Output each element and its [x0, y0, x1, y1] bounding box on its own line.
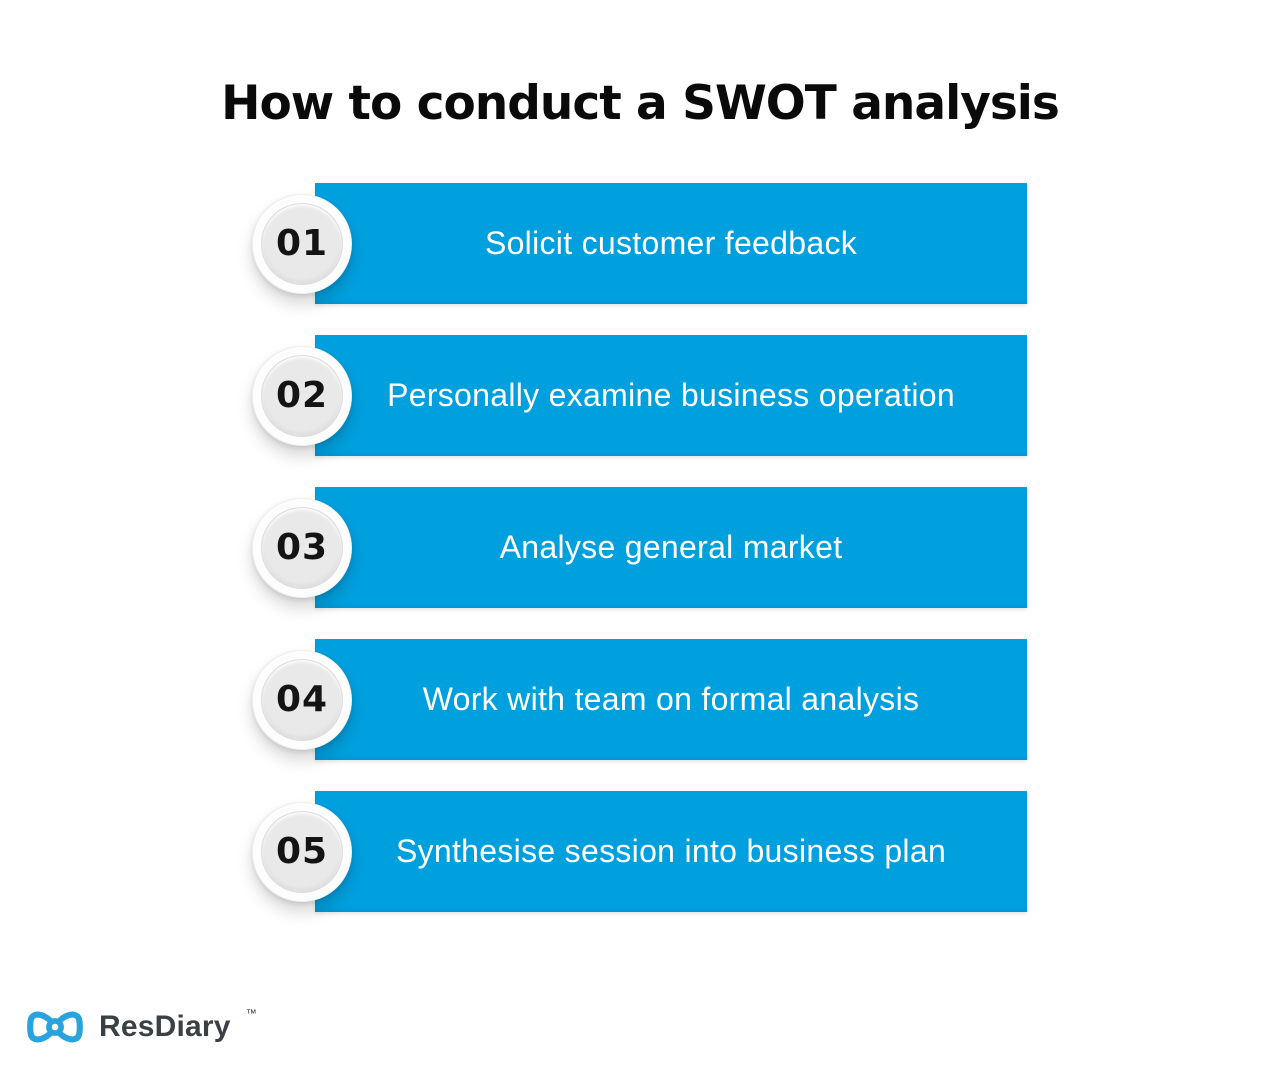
step-bar: Analyse general market [315, 487, 1027, 608]
step-row-4: 04 Work with team on formal analysis [0, 639, 1280, 760]
step-row-5: 05 Synthesise session into business plan [0, 791, 1280, 912]
step-number: 02 [275, 375, 329, 416]
step-row-3: 03 Analyse general market [0, 487, 1280, 608]
step-number-badge-inner: 03 [261, 506, 343, 589]
step-number-badge-inner: 05 [261, 810, 343, 893]
step-number-badge-inner: 02 [261, 354, 343, 437]
resdiary-bow-icon [27, 1011, 83, 1043]
step-bar: Solicit customer feedback [315, 183, 1027, 304]
step-number: 04 [275, 679, 329, 720]
page-title: How to conduct a SWOT analysis [221, 76, 1060, 131]
step-label: Synthesise session into business plan [395, 833, 947, 869]
brand-name: ResDiary [99, 1010, 231, 1043]
step-row-2: 02 Personally examine business operation [0, 335, 1280, 456]
step-number-badge-inner: 04 [261, 658, 343, 741]
step-label: Solicit customer feedback [484, 225, 858, 261]
step-bar: Synthesise session into business plan [315, 791, 1027, 912]
step-number-badge: 02 [252, 345, 352, 446]
step-number-badge: 03 [252, 497, 352, 598]
trademark-symbol: ™ [245, 1008, 257, 1020]
step-number-badge: 05 [252, 801, 352, 902]
step-number: 03 [275, 527, 329, 568]
step-number-badge: 04 [252, 649, 352, 750]
step-label: Personally examine business operation [387, 377, 955, 413]
step-bar: Personally examine business operation [315, 335, 1027, 456]
step-label: Analyse general market [499, 529, 843, 565]
step-bar: Work with team on formal analysis [315, 639, 1027, 760]
step-label: Work with team on formal analysis [422, 681, 920, 717]
step-number-badge: 01 [252, 193, 352, 294]
step-number: 05 [275, 831, 329, 872]
steps-list: 01 Solicit customer feedback 02 Personal… [0, 183, 1280, 943]
step-number-badge-inner: 01 [261, 202, 343, 285]
step-number: 01 [275, 223, 329, 264]
brand-logo: ResDiary ™ [24, 1001, 257, 1053]
step-row-1: 01 Solicit customer feedback [0, 183, 1280, 304]
